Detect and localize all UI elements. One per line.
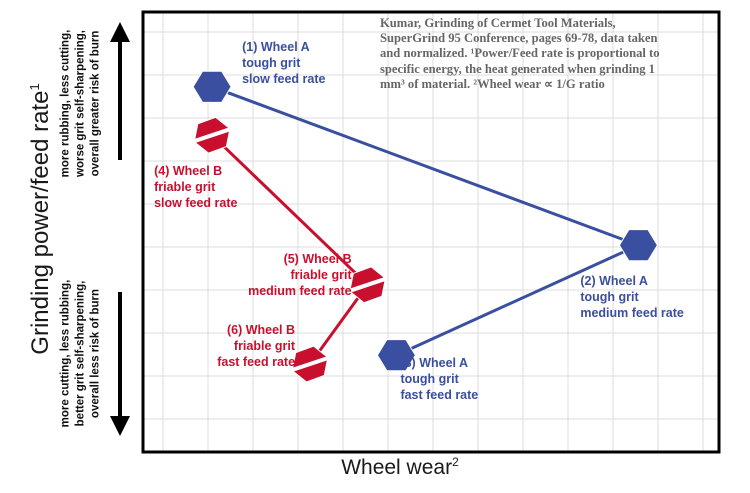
side-note-bottom: more cutting, less rubbing, better grit …	[59, 269, 104, 439]
grid-lines	[143, 12, 719, 452]
annotation-line: SuperGrind 95 Conference, pages 69-78, d…	[380, 31, 658, 46]
data-point-label: (6) Wheel B	[227, 323, 295, 337]
marker-stripe	[349, 276, 387, 293]
side-note-bottom-line: more cutting, less rubbing,	[59, 279, 72, 428]
data-point-label: (3) Wheel A	[400, 356, 468, 370]
data-point-label: slow feed rate	[242, 72, 325, 86]
series-line-1	[395, 243, 639, 357]
data-point-label: medium feed rate	[248, 284, 352, 298]
data-point-marker	[618, 229, 658, 262]
y-axis-label: Grinding power/feed rate1	[27, 83, 54, 355]
data-point-label: friable grit	[291, 268, 353, 282]
data-point-marker	[376, 339, 416, 372]
plot-frame	[141, 10, 721, 454]
side-note-top-line: worse grit self-sharpening,	[74, 30, 87, 177]
data-point-label: (2) Wheel A	[580, 274, 648, 288]
side-note-top: more rubbing, less cutting, worse grit s…	[59, 19, 104, 189]
marker-stripe	[291, 356, 329, 372]
side-note-top-line: more rubbing, less cutting,	[59, 29, 72, 178]
annotation-line: and normalized. ¹Power/Feed rate is prop…	[380, 46, 660, 61]
series-line-1	[211, 85, 639, 247]
data-point-label: (4) Wheel B	[154, 164, 222, 178]
data-point-label: tough grit	[242, 56, 301, 70]
side-note-bottom-line: better grit self-sharpening,	[74, 280, 87, 427]
x-axis-label: Wheel wear2	[341, 455, 459, 479]
vertical-arrows	[110, 22, 130, 436]
annotation-line: Kumar, Grinding of Cermet Tool Materials…	[380, 16, 616, 30]
down-arrow-head	[110, 416, 130, 436]
data-point-label: slow feed rate	[154, 196, 237, 210]
marker-stripe	[193, 127, 231, 144]
data-point-label: fast feed rate	[400, 388, 478, 402]
data-point-marker	[192, 70, 232, 103]
data-point-label: tough grit	[580, 290, 639, 304]
data-point-label: friable grit	[154, 180, 216, 194]
up-arrow-head	[110, 22, 130, 42]
source-annotation: Kumar, Grinding of Cermet Tool Materials…	[380, 16, 710, 92]
data-point-label: (5) Wheel B	[284, 252, 352, 266]
annotation-line: specific energy, the heat generated when…	[380, 61, 655, 76]
data-point-label: friable grit	[234, 339, 296, 353]
data-point-label: (1) Wheel A	[242, 40, 310, 54]
data-point-label: tough grit	[400, 372, 459, 386]
data-point-label: medium feed rate	[580, 306, 684, 320]
side-note-bottom-line: overall less risk of burn	[89, 288, 102, 419]
series-line-2	[211, 134, 369, 286]
side-note-top-line: overall greater risk of burn	[89, 30, 102, 177]
data-point-label: fast feed rate	[217, 355, 295, 369]
annotation-line: mm³ of material. ²Wheel wear ∝ 1/G ratio	[380, 76, 605, 91]
